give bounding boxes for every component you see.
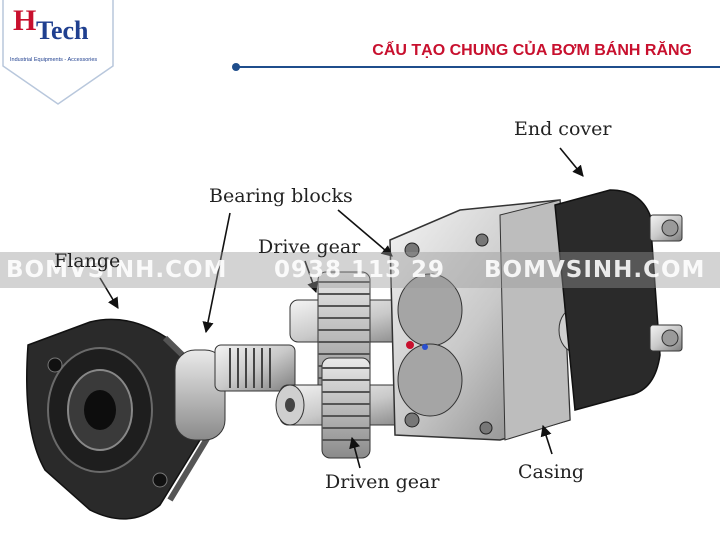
logo-tagline: Industrial Equipments - Accessories xyxy=(10,57,98,63)
gear-pump-exploded-diagram xyxy=(26,147,683,520)
casing-arrow xyxy=(540,424,553,455)
label-drive-gear: Drive gear xyxy=(258,236,361,258)
bearing-block-part xyxy=(174,344,296,441)
logo-letter-h: H xyxy=(13,4,37,37)
end-cover-arrow xyxy=(559,147,584,177)
page-title: CẤU TẠO CHUNG CỦA BƠM BÁNH RĂNG xyxy=(372,42,692,59)
label-driven-gear: Driven gear xyxy=(325,471,440,493)
header-rule xyxy=(232,63,720,71)
label-bearing-blocks: Bearing blocks xyxy=(209,185,353,207)
label-flange: Flange xyxy=(54,250,121,272)
watermark-text-center: 0938 113 29 xyxy=(274,257,446,283)
label-end-cover: End cover xyxy=(514,118,612,140)
bearing-blocks-arrow-right xyxy=(337,209,393,257)
logo-letters-tech: Tech xyxy=(36,16,89,45)
logo: H Tech Industrial Equipments - Accessori… xyxy=(0,0,118,108)
watermark-text-right: BOMVSINH.COM xyxy=(484,257,706,283)
watermark-text-left: BOMVSINH.COM xyxy=(6,257,228,283)
casing-part xyxy=(389,199,592,441)
watermark-band: BOMVSINH.COM 0938 113 29 BOMVSINH.COM xyxy=(0,252,720,288)
label-casing: Casing xyxy=(518,461,585,483)
flange-arrow xyxy=(99,277,119,309)
driven-gear-arrow xyxy=(349,436,361,469)
end-cover-part xyxy=(554,189,683,411)
bearing-blocks-arrow-left xyxy=(202,212,231,334)
logo-badge-shape xyxy=(2,0,114,105)
drive-gear-arrow xyxy=(304,260,318,294)
